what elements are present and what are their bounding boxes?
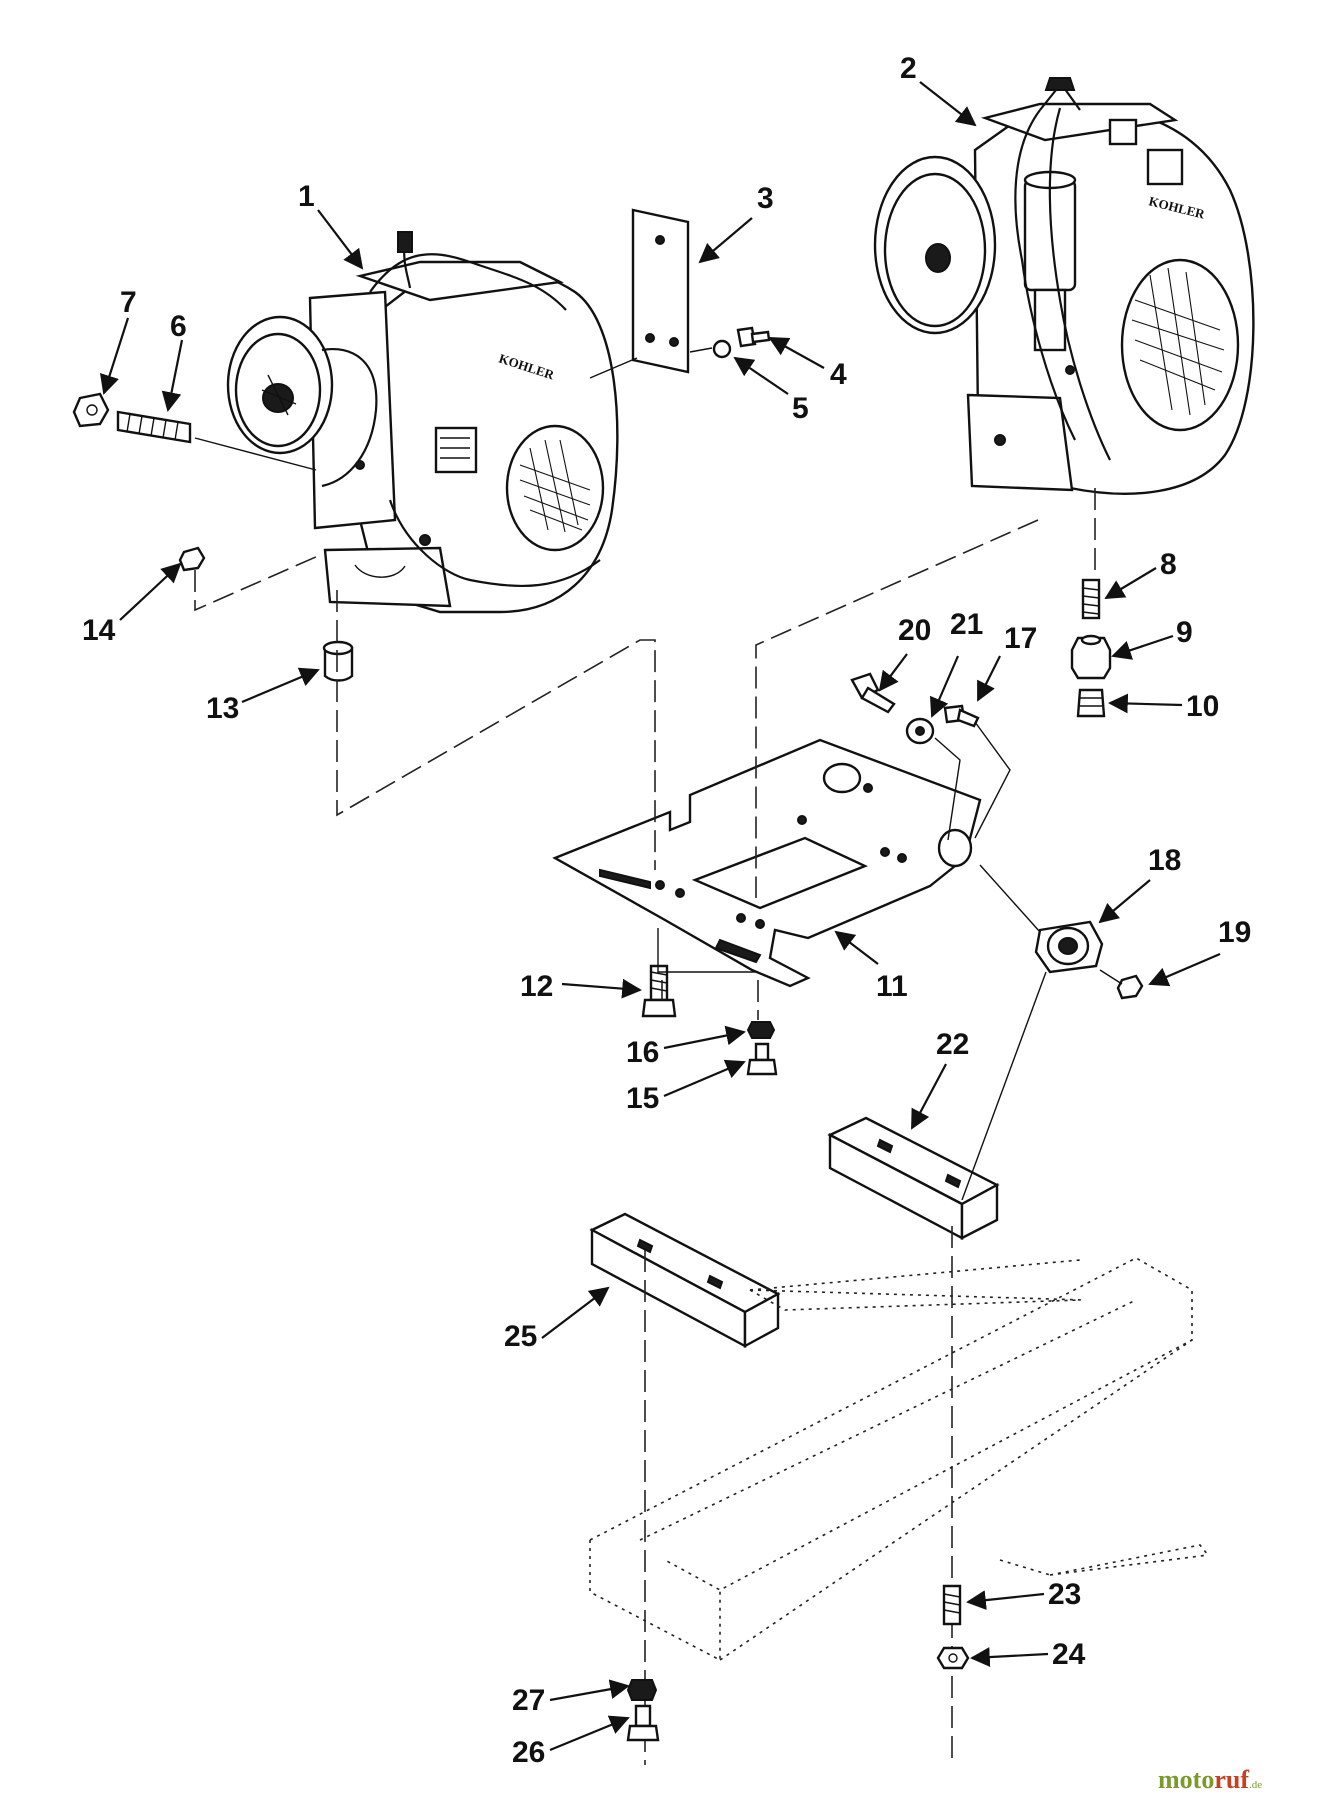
bolt-4 [736,326,757,348]
nut-7 [72,392,110,428]
leader-arrows [100,81,1221,1752]
svg-text:motoruf.de: motoruf.de [1158,1765,1262,1794]
nut-24 [936,1646,970,1670]
watermark-suffix: .de [1249,1779,1262,1791]
callout-26: 26 [512,1736,545,1769]
bolt-26 [634,1704,652,1728]
callout-3: 3 [757,182,774,215]
nut-19 [1116,974,1144,1000]
callout-11: 11 [876,970,908,1003]
callout-22: 22 [936,1028,969,1061]
callout-15: 15 [626,1082,659,1115]
coupling-nut-9 [1070,636,1112,680]
callout-14: 14 [82,614,116,647]
washer-5 [712,339,732,359]
callout-8: 8 [1160,548,1177,581]
callout-5: 5 [792,392,809,425]
callout-2: 2 [900,52,917,85]
callout-17: 17 [1004,622,1037,655]
engine-left: KOHLER [226,231,619,614]
callout-21: 21 [950,608,983,641]
callout-6: 6 [170,310,187,343]
callout-labels: 1 2 3 4 5 6 7 8 9 10 11 12 13 14 15 16 1… [82,52,1251,1769]
callout-7: 7 [120,286,137,319]
mounting-plate [631,208,690,374]
cap-10 [1076,688,1106,718]
nut-14 [178,546,206,572]
wood-block-25 [589,1212,781,1349]
callout-27: 27 [512,1684,545,1717]
callout-1: 1 [298,180,315,213]
callout-9: 9 [1176,616,1193,649]
callout-10: 10 [1186,690,1219,723]
callout-18: 18 [1148,844,1181,877]
callout-24: 24 [1052,1638,1086,1671]
watermark-part1: moto [1158,1765,1214,1794]
callout-20: 20 [898,614,931,647]
callout-23: 23 [1048,1578,1081,1611]
bolt-15 [754,1042,770,1062]
callout-25: 25 [504,1320,537,1353]
callout-19: 19 [1218,916,1251,949]
stud-6 [116,410,192,444]
engine-right: KOHLER [873,77,1255,495]
watermark-part2: ruf [1214,1765,1249,1794]
tractor-frame [589,1257,1209,1662]
engine-base-plate [552,738,982,988]
callout-12: 12 [520,970,553,1003]
stud-23 [942,1584,962,1626]
spacer-13 [323,646,354,682]
nut-27 [626,1679,658,1701]
wood-block-22 [827,1116,1000,1240]
watermark-logo: motoruf.de [1158,1765,1262,1794]
nut-16 [746,1021,776,1039]
callout-13: 13 [206,692,239,725]
callout-4: 4 [830,358,847,391]
callout-16: 16 [626,1036,659,1069]
